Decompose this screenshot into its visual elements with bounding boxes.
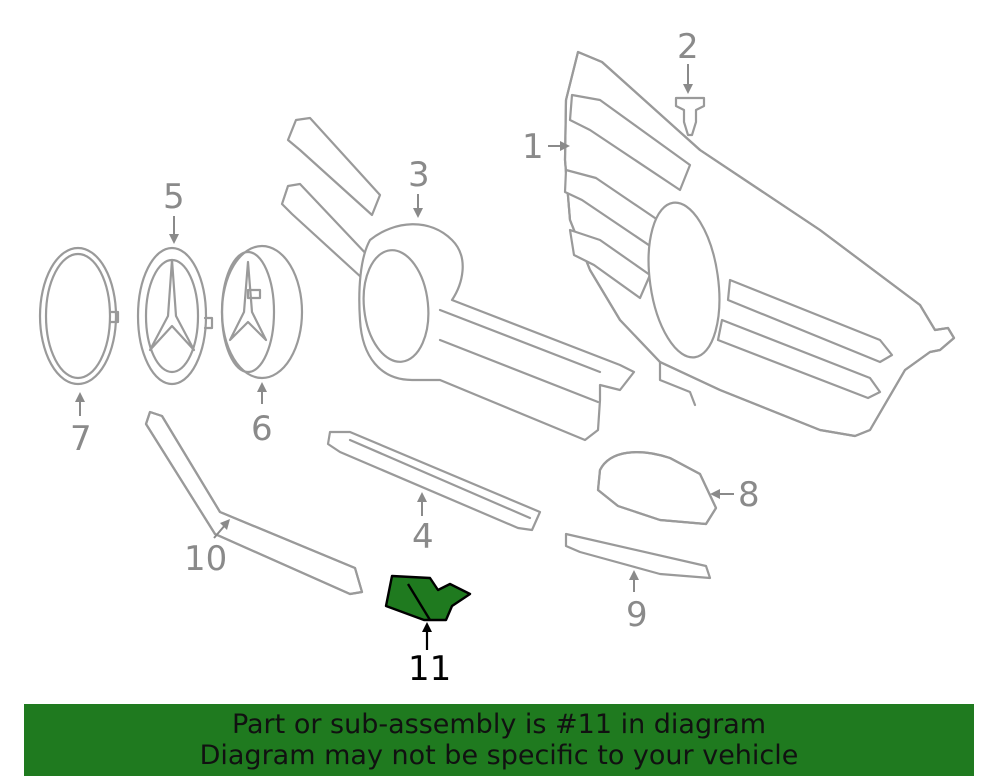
part-4-trim [326, 430, 542, 532]
part-2-clip [674, 96, 706, 137]
part-9-lower-trim [564, 532, 712, 580]
callout-9[interactable]: 9 [626, 570, 648, 635]
part-8-mesh-insert [596, 451, 718, 526]
banner-line-1: Part or sub-assembly is #11 in diagram [231, 709, 767, 740]
svg-text:1: 1 [522, 127, 544, 167]
svg-text:8: 8 [738, 475, 760, 515]
part-3-frame [280, 116, 636, 442]
callout-7[interactable]: 7 [70, 392, 92, 459]
svg-text:10: 10 [184, 539, 227, 579]
part-1-grille [563, 50, 956, 438]
parts-diagram: 1 2 3 4 5 6 7 8 9 10 [38, 27, 956, 689]
callout-4[interactable]: 4 [412, 492, 434, 557]
callout-8[interactable]: 8 [710, 475, 760, 515]
info-banner: Part or sub-assembly is #11 in diagram D… [24, 704, 974, 776]
svg-text:11: 11 [408, 649, 451, 689]
callout-10[interactable]: 10 [184, 519, 230, 579]
part-6-emblem-housing [220, 244, 304, 380]
part-11-bracket-highlighted [384, 574, 472, 622]
svg-text:6: 6 [251, 409, 273, 449]
part-7-ring [38, 246, 120, 386]
callout-11[interactable]: 11 [408, 622, 451, 689]
callout-5[interactable]: 5 [163, 177, 185, 244]
callout-3[interactable]: 3 [408, 155, 430, 218]
callout-2[interactable]: 2 [677, 27, 699, 94]
part-5-star-emblem [136, 246, 214, 386]
svg-text:9: 9 [626, 595, 648, 635]
banner-line-2: Diagram may not be specific to your vehi… [199, 740, 799, 771]
svg-text:3: 3 [408, 155, 430, 195]
svg-text:5: 5 [163, 177, 185, 217]
svg-text:2: 2 [677, 27, 699, 67]
callout-1[interactable]: 1 [522, 127, 570, 167]
callout-6[interactable]: 6 [251, 382, 273, 449]
part-10-mesh-strip [144, 410, 364, 596]
svg-text:4: 4 [412, 517, 434, 557]
svg-text:7: 7 [70, 419, 92, 459]
